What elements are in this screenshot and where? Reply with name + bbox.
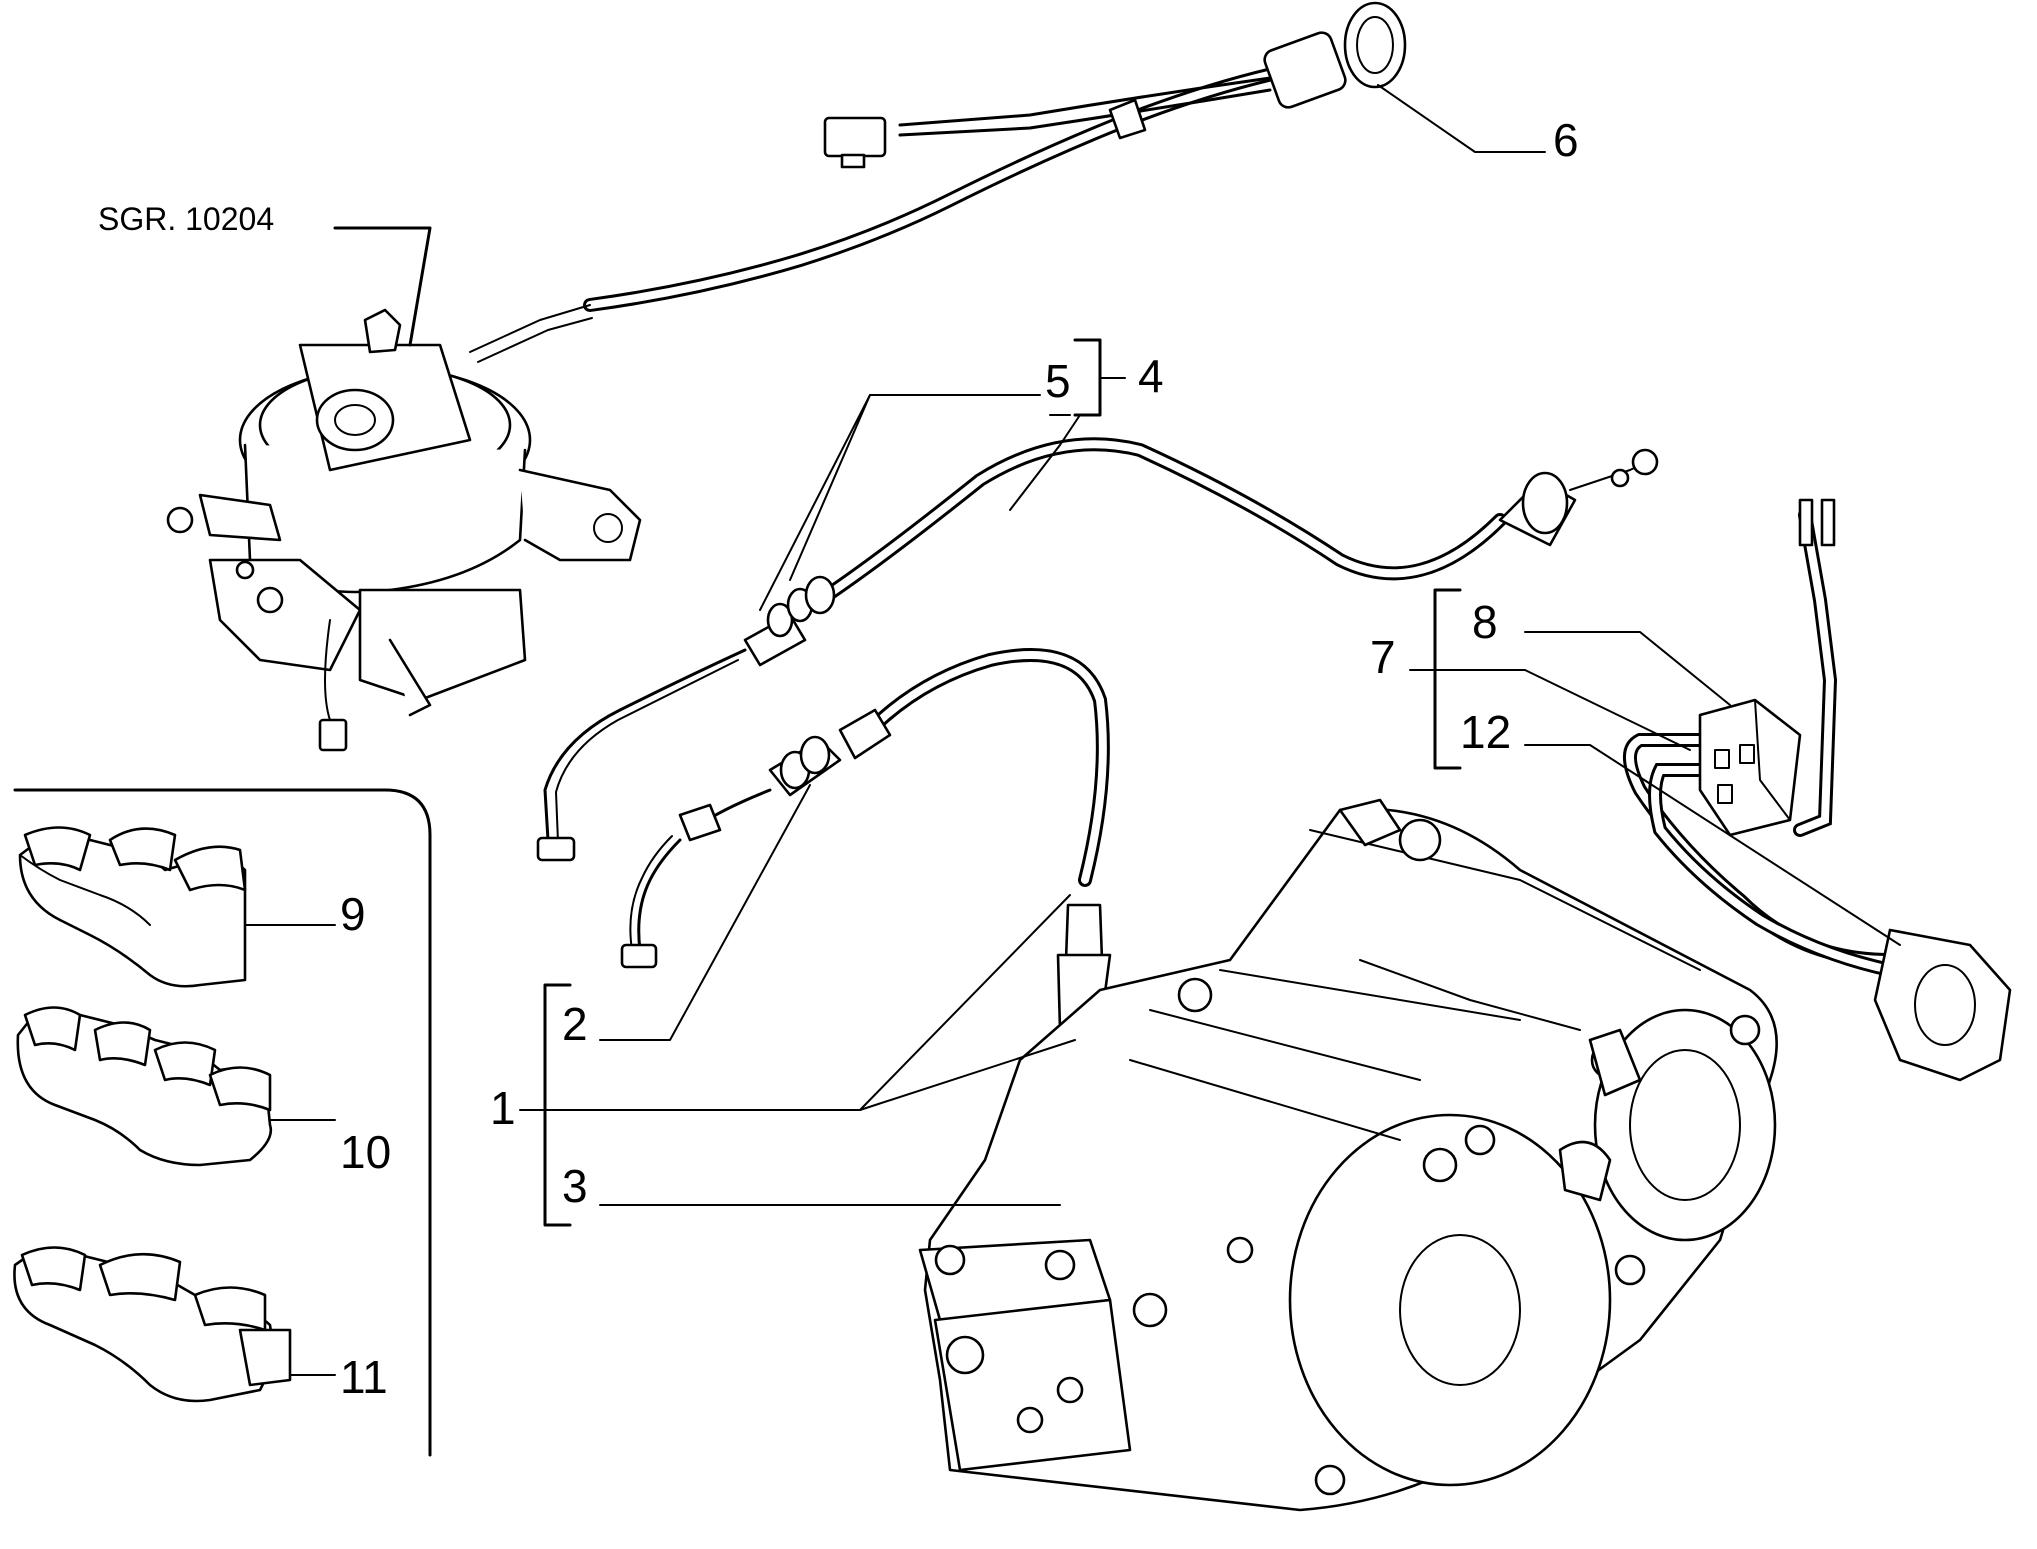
callout-labels: 1 2 3 4 5 6 7 8 9 10 11 12 [340, 114, 1579, 1403]
oil-pipe-assembly [1623, 498, 2012, 1082]
reference-callout: SGR. 10204 [98, 201, 432, 347]
label-3: 3 [562, 1160, 588, 1212]
label-7: 7 [1370, 631, 1396, 683]
label-5: 5 [1045, 355, 1071, 407]
accelerator-cable [536, 437, 1659, 862]
label-1: 1 [490, 1082, 516, 1134]
clip-panel [13, 788, 432, 1457]
label-12: 12 [1460, 706, 1511, 758]
speedometer-cable [469, 1, 1407, 363]
reference-label: SGR. 10204 [98, 201, 274, 237]
clip-10 [16, 1006, 336, 1167]
label-9: 9 [340, 888, 366, 940]
label-4: 4 [1138, 350, 1164, 402]
clip-11 [13, 1246, 336, 1403]
clip-9 [18, 826, 336, 988]
leader-lines [519, 84, 1901, 1227]
label-11: 11 [340, 1351, 388, 1403]
label-6: 6 [1553, 114, 1579, 166]
label-10: 10 [340, 1126, 391, 1178]
label-2: 2 [562, 998, 588, 1050]
label-8: 8 [1472, 596, 1498, 648]
transmission-housing [918, 798, 1778, 1512]
throttle-body-assembly [166, 308, 642, 752]
